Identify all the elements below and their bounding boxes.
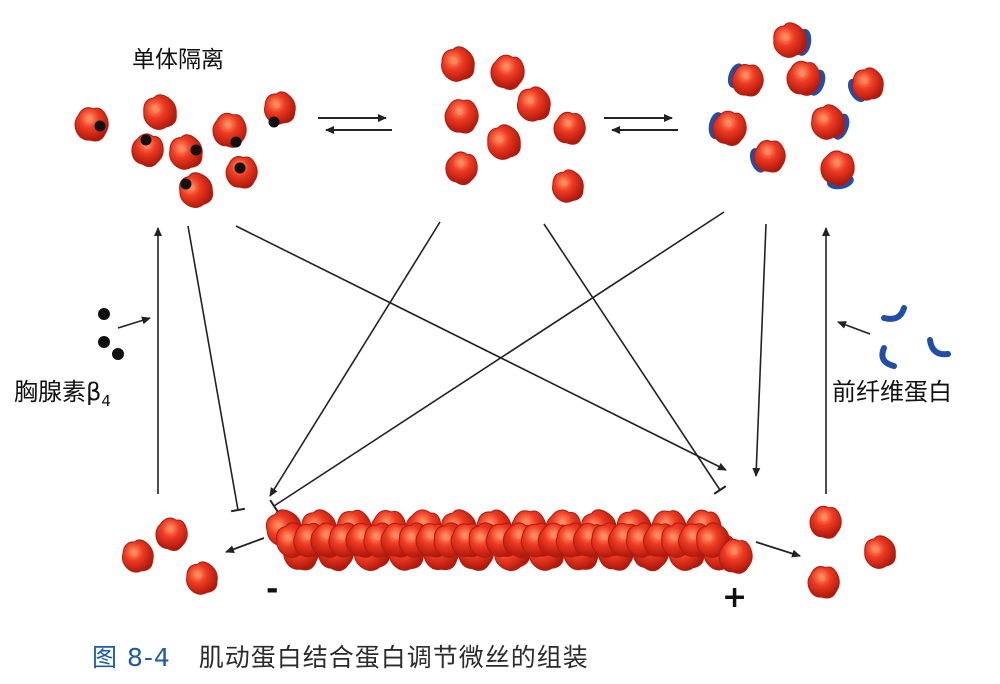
actin-monomer bbox=[263, 91, 296, 125]
actin-monomer bbox=[712, 110, 747, 147]
profilin-molecules bbox=[837, 305, 951, 369]
filament-end-arrows bbox=[225, 537, 801, 558]
actin-monomer bbox=[820, 150, 855, 187]
thymosin-label: 胸腺素β4 bbox=[14, 372, 111, 410]
equilibrium-arrows-right bbox=[604, 114, 678, 134]
released-monomers-plus-end bbox=[807, 505, 896, 599]
actin-monomer bbox=[212, 112, 247, 148]
actin-monomer bbox=[851, 67, 884, 101]
thymosin-dot bbox=[234, 162, 246, 174]
actin-monomer bbox=[121, 539, 154, 573]
thymosin-molecules bbox=[98, 308, 151, 360]
actin-monomer bbox=[444, 99, 479, 134]
thymosin-label-text: 胸腺素β bbox=[14, 378, 102, 406]
figure-title: 肌动蛋白结合蛋白调节微丝的组装 bbox=[198, 643, 589, 672]
thymosin-dot bbox=[268, 116, 280, 128]
profilin-bound-monomers bbox=[708, 22, 884, 190]
thymosin-dot bbox=[94, 120, 106, 132]
profilin-label: 前纤维蛋白 bbox=[832, 378, 952, 406]
vertical-connectors bbox=[154, 223, 830, 513]
actin-monomer bbox=[74, 107, 109, 142]
actin-monomer bbox=[553, 111, 586, 145]
figure-caption: 图 8-4 肌动蛋白结合蛋白调节微丝的组装 bbox=[92, 638, 589, 674]
actin-monomer bbox=[753, 140, 786, 173]
thymosin-dot bbox=[230, 136, 242, 148]
thymosin-bound-monomers bbox=[74, 91, 296, 208]
filament-subunit bbox=[718, 538, 753, 574]
thymosin-dot bbox=[190, 144, 202, 156]
actin-monomer bbox=[186, 561, 218, 595]
actin-filament bbox=[265, 509, 753, 574]
actin-monomer bbox=[516, 86, 551, 122]
thymosin-dot bbox=[140, 134, 152, 146]
minus-end-label: - bbox=[266, 572, 279, 607]
actin-monomer bbox=[169, 134, 203, 170]
figure-number: 图 8-4 bbox=[92, 643, 171, 672]
actin-monomer bbox=[809, 505, 842, 539]
actin-monomer bbox=[445, 151, 478, 186]
actin-monomer bbox=[786, 60, 821, 96]
thymosin-label-subscript: 4 bbox=[101, 391, 111, 410]
plus-end-label: + bbox=[722, 580, 748, 615]
actin-monomer bbox=[441, 46, 475, 82]
actin-monomer bbox=[490, 54, 525, 91]
released-monomers-minus-end bbox=[121, 517, 218, 595]
actin-monomer bbox=[487, 124, 521, 160]
actin-monomer bbox=[179, 172, 214, 208]
crossing-connectors bbox=[235, 211, 727, 513]
actin-monomer bbox=[811, 104, 845, 140]
actin-monomer bbox=[864, 535, 896, 569]
free-monomers bbox=[441, 46, 586, 203]
actin-monomer bbox=[552, 169, 584, 203]
actin-monomer bbox=[773, 22, 807, 58]
actin-monomer bbox=[155, 517, 188, 551]
thymosin-dot bbox=[180, 178, 192, 190]
monomer-sequestration-label: 单体隔离 bbox=[132, 47, 224, 73]
equilibrium-arrows-left bbox=[318, 114, 392, 134]
actin-monomer bbox=[807, 566, 840, 599]
actin-monomer bbox=[731, 64, 764, 97]
actin-monomer bbox=[143, 94, 177, 130]
